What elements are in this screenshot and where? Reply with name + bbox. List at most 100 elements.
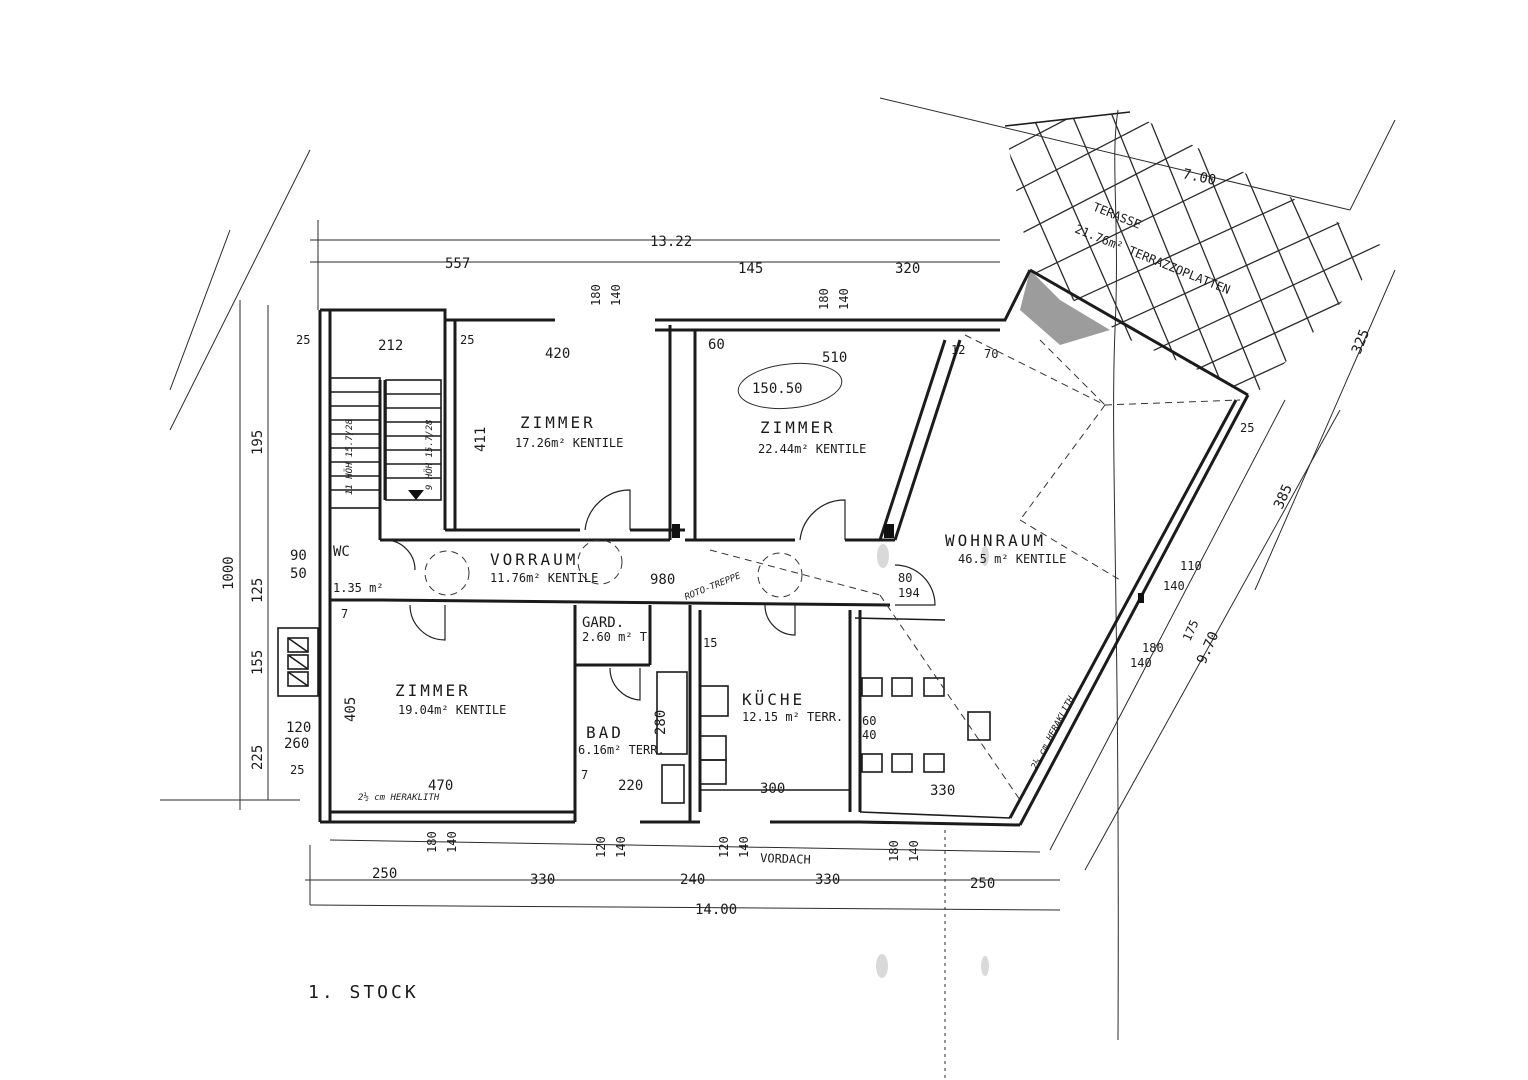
dim-height-2: 405 — [343, 697, 359, 722]
dim-open-19: 80 — [898, 571, 912, 585]
room-name-zimmer-3: ZIMMER — [395, 681, 471, 700]
dim-room-7: 330 — [930, 783, 955, 799]
dim-open-30: 140 — [1163, 579, 1185, 593]
terrace-area: 21.76m² TERRAZZOPLATTEN — [1073, 222, 1232, 297]
dim-left-4: 155 — [250, 650, 266, 675]
dim-room-4: 470 — [428, 778, 453, 794]
dim-bottom-total: 14.00 — [695, 902, 737, 918]
room-area-zimmer-1: 17.26m² KENTILE — [515, 436, 623, 450]
dim-open-16: 120 — [286, 720, 311, 736]
dim-top-2: 145 — [738, 261, 763, 277]
dim-open-22: 40 — [862, 728, 876, 742]
dim-open-12: 140 — [907, 840, 921, 862]
dim-terrace-top: 7.00 — [1181, 166, 1217, 189]
dim-open-8: 140 — [614, 836, 628, 858]
stair-steps-2: 9 HÖH 15.7/28 — [424, 420, 435, 490]
dashed-guides — [709, 334, 1241, 801]
dim-bottom-2: 330 — [530, 872, 555, 888]
stair-label: ROTO-TREPPE — [683, 571, 743, 603]
floor-label: 1. STOCK — [308, 982, 419, 1003]
interior-walls — [330, 325, 962, 822]
dim-open-23: 25 — [296, 333, 310, 347]
dim-left-1: 195 — [250, 430, 266, 455]
stair-steps-1: 11 HÖH 15.7/28 — [344, 419, 355, 495]
dim-room-5: 220 — [618, 778, 643, 794]
dim-open-25: 25 — [290, 763, 304, 777]
dim-open-15: 60 — [708, 337, 725, 353]
room-area-zimmer-3: 19.04m² KENTILE — [398, 703, 506, 717]
room-name-zimmer-2: ZIMMER — [760, 418, 836, 437]
dim-open-26: 12 — [951, 343, 965, 357]
chimney — [277, 627, 319, 697]
room-name-kueche: KÜCHE — [742, 690, 805, 709]
furniture — [656, 524, 1144, 804]
room-name-vorraum: VORRAUM — [490, 550, 578, 569]
room-area-kueche: 12.15 m² TERR. — [742, 710, 843, 724]
dim-bottom-3: 240 — [680, 872, 705, 888]
dim-open-5: 180 — [425, 831, 439, 853]
room-name-wohnraum: WOHNRAUM — [945, 531, 1046, 550]
dim-left-2: 1000 — [221, 556, 237, 590]
dim-open-4: 140 — [837, 288, 851, 310]
room-area-bad: 6.16m² TERR. — [578, 743, 665, 757]
dim-right-2: 9.70 — [1194, 629, 1222, 666]
room-name-zimmer-1: ZIMMER — [520, 413, 596, 432]
dim-top-3: 320 — [895, 261, 920, 277]
terrace-tiles — [1004, 109, 1390, 1041]
room-area-gard: 2.60 m² T. — [582, 630, 654, 644]
dim-open-11: 180 — [887, 840, 901, 862]
dim-open-10: 140 — [737, 836, 751, 858]
doors — [384, 489, 936, 701]
staircase — [329, 377, 442, 509]
room-name-gard: GARD. — [582, 615, 624, 631]
dim-bottom-4: 330 — [815, 872, 840, 888]
dim-room-1: 212 — [378, 338, 403, 354]
dim-bottom-1: 250 — [372, 866, 397, 882]
dim-left-3: 125 — [250, 578, 266, 603]
room-area-zimmer-2: 22.44m² KENTILE — [758, 442, 866, 456]
canopy-label: VORDACH — [760, 851, 811, 867]
dim-open-35: 7 — [341, 607, 348, 621]
dim-open-2: 140 — [609, 284, 623, 306]
exterior-walls — [318, 268, 1250, 827]
dim-room-3: 510 — [822, 350, 847, 366]
room-name-bad: BAD — [586, 723, 624, 742]
dim-open-6: 140 — [445, 831, 459, 853]
dim-open-13: 90 — [290, 548, 307, 564]
dim-open-21: 60 — [862, 714, 876, 728]
dim-open-1: 180 — [589, 284, 603, 306]
dim-room-2: 420 — [545, 346, 570, 362]
dim-open-17: 260 — [284, 736, 309, 752]
dim-open-14: 50 — [290, 566, 307, 582]
dim-bottom-5: 250 — [970, 876, 995, 892]
room-area-wc: 1.35 m² — [333, 581, 384, 595]
dim-open-3: 180 — [817, 288, 831, 310]
dim-open-9: 120 — [717, 836, 731, 858]
dim-open-33: 175 — [1180, 618, 1202, 644]
dim-open-31: 180 — [1142, 641, 1164, 655]
dim-open-27: 70 — [984, 347, 998, 361]
heraklith-bottom: 2½ cm HERAKLITH — [358, 792, 440, 803]
terrace-name: TERASSE — [1091, 200, 1143, 232]
dim-open-18: 980 — [650, 572, 675, 588]
dim-open-7: 120 — [594, 836, 608, 858]
dim-top-1: 557 — [445, 256, 470, 272]
dim-open-34: 7 — [581, 768, 588, 782]
dim-terrace-side: 325 — [1349, 327, 1373, 356]
dim-open-24: 25 — [460, 333, 474, 347]
dim-open-32: 140 — [1130, 656, 1152, 670]
room-labels: ZIMMER 17.26m² KENTILE ZIMMER 22.44m² KE… — [333, 413, 1066, 757]
dim-open-28: 25 — [1240, 421, 1254, 435]
hand-note: 150.50 — [752, 381, 803, 397]
scan-artifacts — [876, 544, 989, 1080]
dim-open-36: 15 — [703, 636, 717, 650]
dim-left-5: 225 — [250, 745, 266, 770]
dim-open-29: 110 — [1180, 559, 1202, 573]
dimension-lines — [160, 97, 1396, 911]
dim-height-1: 411 — [473, 427, 489, 452]
room-area-vorraum: 11.76m² KENTILE — [490, 571, 598, 585]
dim-height-3: 280 — [653, 710, 669, 735]
dim-open-20: 194 — [898, 586, 920, 600]
dim-room-6: 300 — [760, 781, 785, 797]
